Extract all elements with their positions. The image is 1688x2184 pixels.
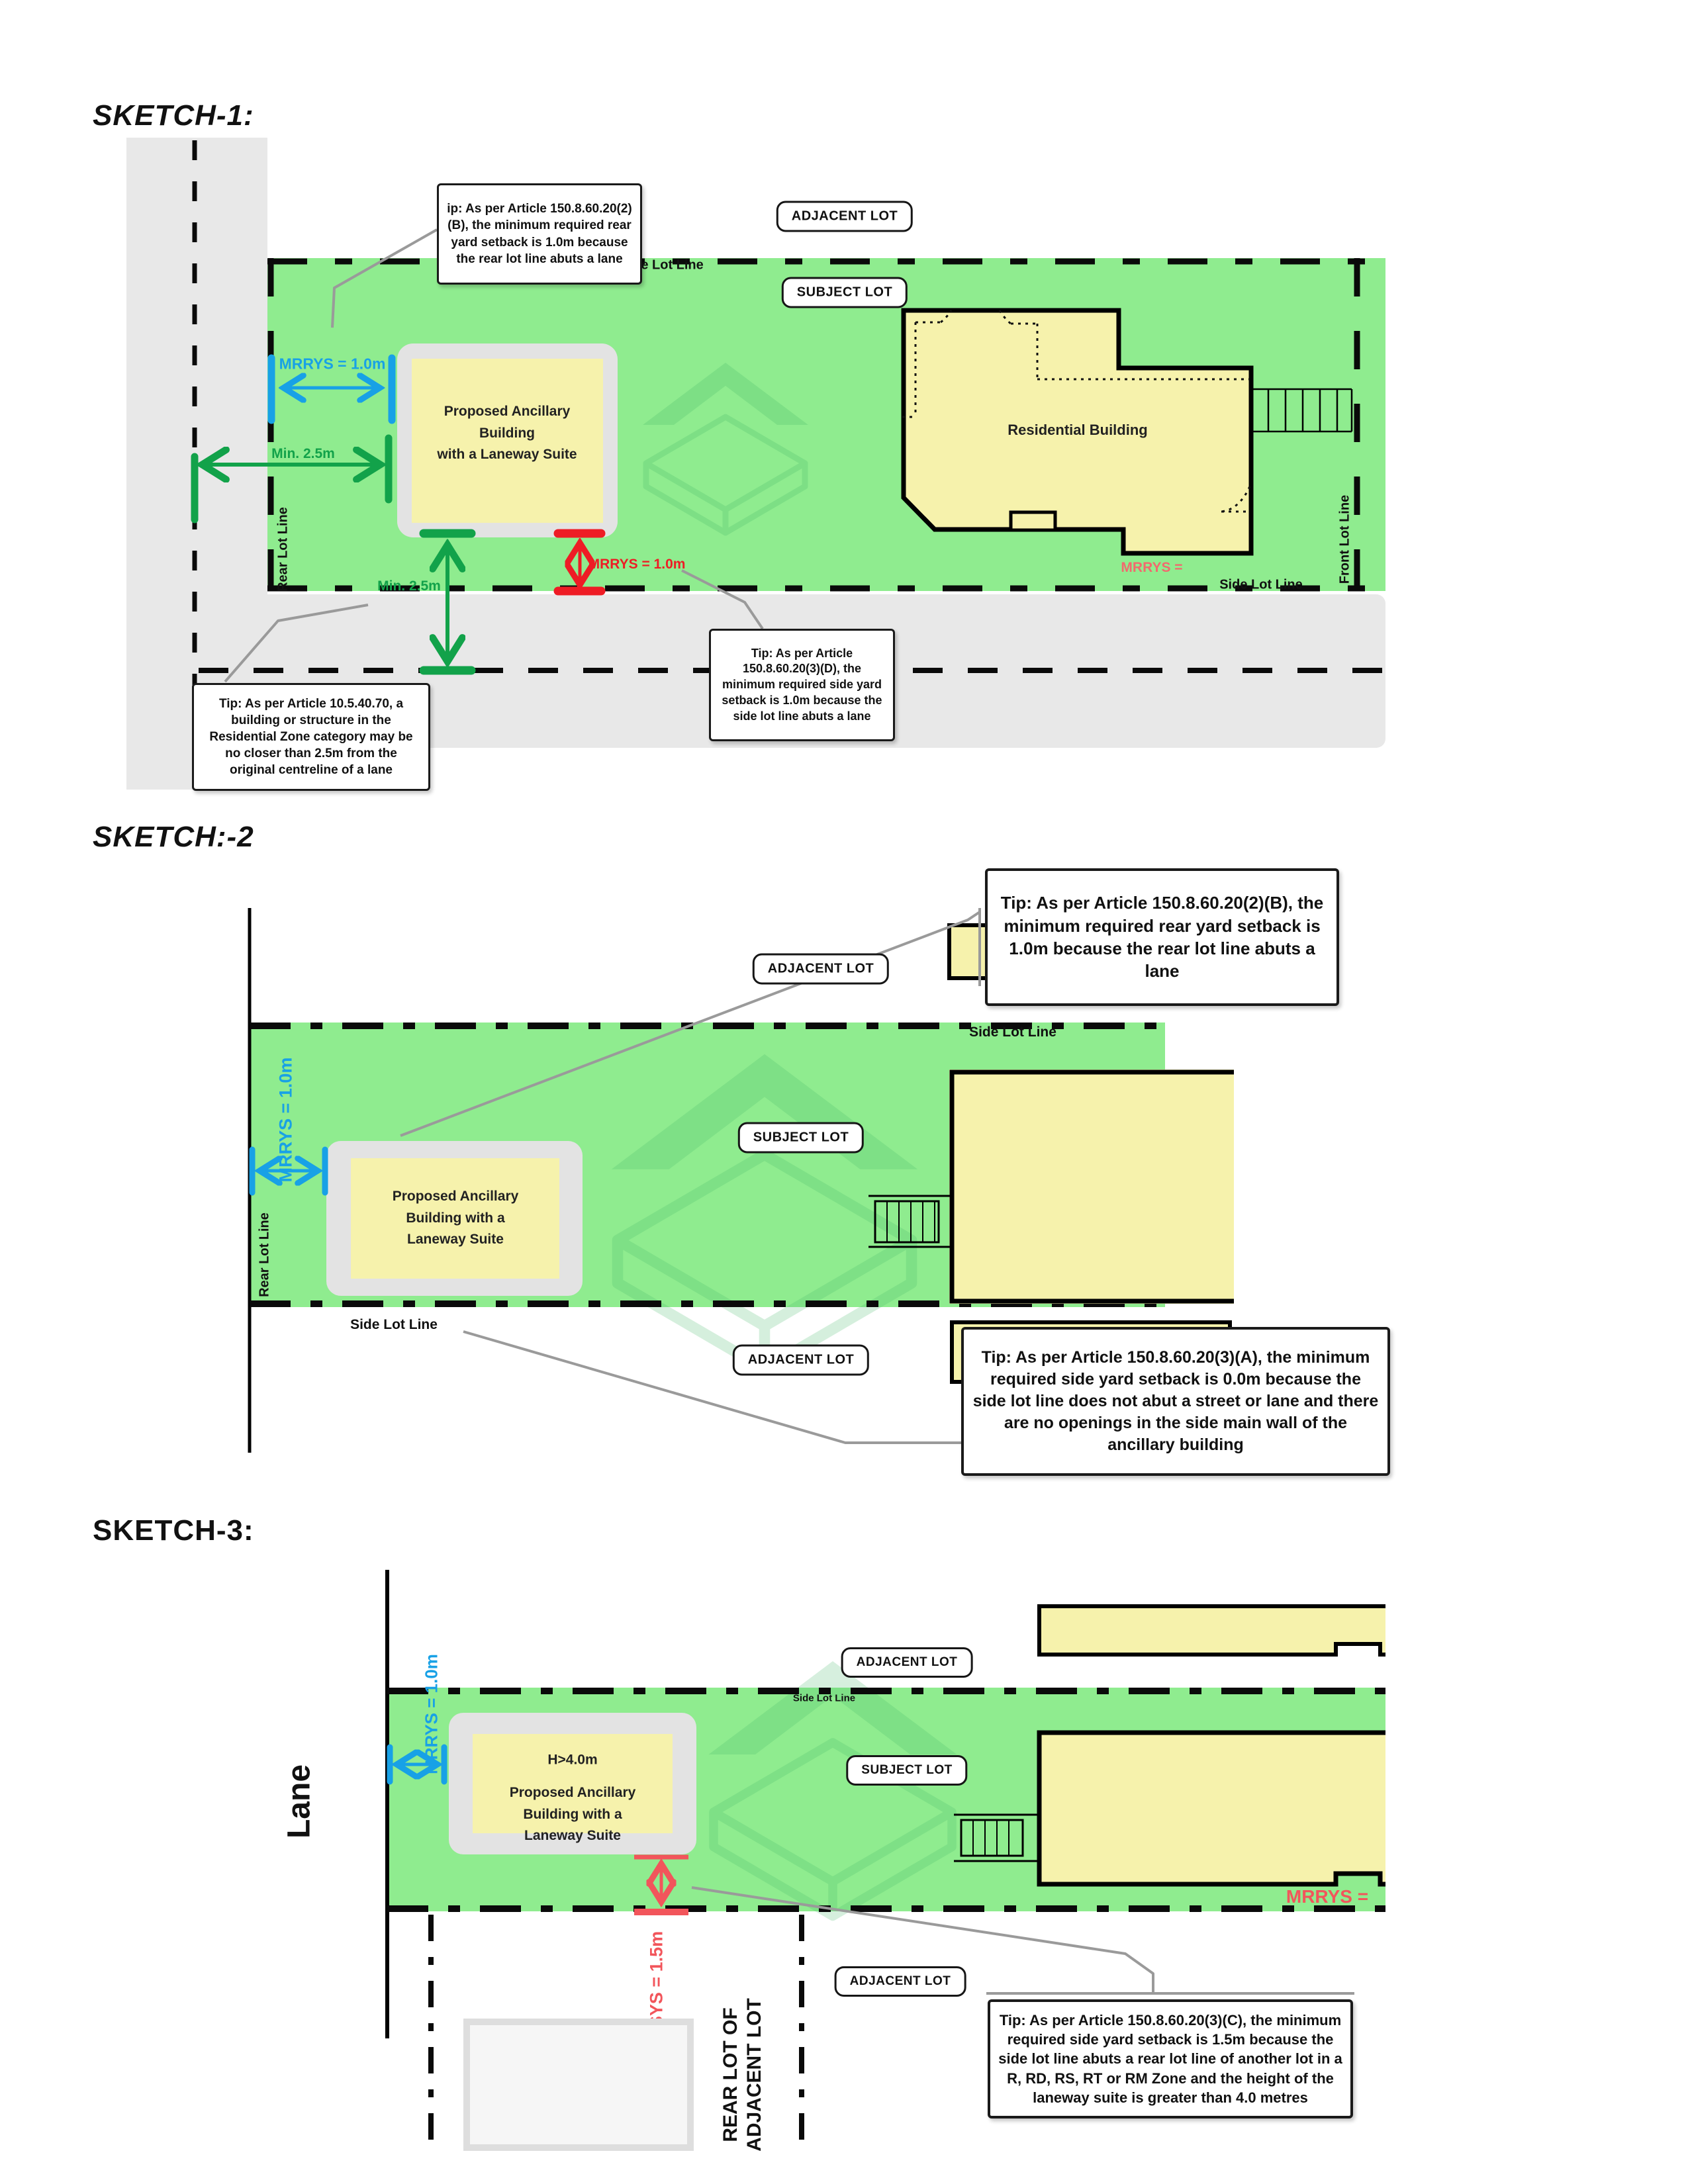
ancillary-l2-s3: Building with a — [523, 1806, 622, 1822]
side-lot-line-top-label-s3: Side Lot Line — [792, 1692, 856, 1704]
adjacent-lot-bottom-tag-s3: ADJACENT LOT — [834, 1966, 966, 1997]
min-2-5-side-dimension — [191, 434, 393, 523]
tip-side-text-s1: Tip: As per Article 150.8.60.20(3)(D), t… — [722, 646, 882, 723]
residential-building-2-border — [949, 1069, 1234, 1304]
subject-lot-tag-s3: SUBJECT LOT — [846, 1755, 968, 1786]
side-lot-line-top-label-s2: Side Lot Line — [969, 1024, 1056, 1040]
tip-rear-setback-s1: ip: As per Article 150.8.60.20(2)(B), th… — [437, 183, 642, 285]
rear-lot-line2-s3: ADJACENT LOT — [743, 1998, 765, 2152]
ancillary-building-label-s3: Proposed Ancillary Building with a Lanew… — [487, 1782, 659, 1847]
adjacent-lot-top-tag-s3: ADJACENT LOT — [841, 1647, 973, 1678]
ancillary-building-label-s2: Proposed Ancillary Building with a Lanew… — [356, 1186, 555, 1251]
ancillary-l3-s1: with a Laneway Suite — [437, 447, 577, 463]
rear-lot-line1-s3: REAR LOT OF — [720, 2007, 741, 2142]
ancillary-building-3 — [473, 1734, 673, 1833]
ancillary-l2-s2: Building with a — [406, 1210, 505, 1226]
min-lane-label-s1: Min. 2.5m — [377, 578, 441, 594]
front-lot-line-label-s1: Front Lot Line — [1337, 494, 1352, 584]
tip-side-setback-s3: Tip: As per Article 150.8.60.20(3)(C), t… — [988, 1999, 1353, 2118]
adjacent-lot-bottom-tag-s2: ADJACENT LOT — [732, 1344, 870, 1376]
tip-side-text-s3: Tip: As per Article 150.8.60.20(3)(C), t… — [998, 2012, 1342, 2106]
tip-rear-setback-s2: Tip: As per Article 150.8.60.20(2)(B), t… — [985, 868, 1339, 1006]
mrrys-front-label-s1: MRRYS = — [1121, 560, 1183, 575]
stairs-3 — [954, 1813, 1038, 1862]
mrrys-dimension-2 — [249, 1146, 328, 1196]
rear-lot-line-label-s1: Rear Lot Line — [275, 507, 291, 592]
lane-label-s3: Lane — [281, 1764, 317, 1839]
mrrys-label-s3: MRRYS = 1.0m — [421, 1654, 442, 1774]
side-lot-line-bottom-label-s1: Side Lot Line — [1219, 577, 1303, 592]
adjacent-lot-top-tag-s2: ADJACENT LOT — [752, 953, 890, 985]
stairs — [1251, 388, 1353, 433]
ancillary-building-2 — [351, 1158, 559, 1279]
mrrys-rear-label-s1: MRRYS = 1.0m — [279, 355, 386, 373]
residential-building — [901, 308, 1254, 556]
residential-building-3-border — [1037, 1730, 1385, 1887]
ancillary-l3-s2: Laneway Suite — [407, 1232, 504, 1248]
tip-side-setback-s1: Tip: As per Article 150.8.60.20(3)(D), t… — [709, 629, 895, 741]
leader-lines-s3 — [691, 1886, 1354, 1995]
ancillary-l1-s3: Proposed Ancillary — [509, 1785, 636, 1801]
mrrys-label-s2: MRRYS = 1.0m — [275, 1057, 296, 1183]
adjacent-lot-tag-s1: ADJACENT LOT — [776, 201, 914, 232]
sketch3-title: SKETCH-3: — [93, 1514, 254, 1547]
adjacent-building-top-3 — [1039, 1606, 1385, 1655]
subject-lot-tag-s2: SUBJECT LOT — [737, 1122, 865, 1154]
side-lot-line-bottom-label-s2: Side Lot Line — [350, 1317, 438, 1332]
tip-side-setback-s2: Tip: As per Article 150.8.60.20(3)(A), t… — [961, 1327, 1390, 1476]
sketch2-graphics — [248, 908, 1236, 1453]
residential-building-3 — [1039, 1733, 1385, 1884]
adjacent-building-top-3-border — [1037, 1604, 1385, 1657]
tip-rear-text-s1: ip: As per Article 150.8.60.20(2)(B), th… — [447, 202, 632, 266]
mrrys-side-label-s1: MRRYS = 1.0m — [588, 557, 686, 572]
mrrys-dimension-3 — [387, 1744, 447, 1785]
residential-building-2 — [949, 1069, 1234, 1304]
residential-building-label-s1: Residential Building — [1008, 421, 1148, 438]
min-side-label-s1: Min. 2.5m — [271, 446, 335, 461]
stairs-2 — [868, 1195, 951, 1248]
sketch2-title: SKETCH:-2 — [93, 821, 254, 853]
tip-lane-centreline-s1: Tip: As per Article 10.5.40.70, a buildi… — [192, 683, 430, 791]
residential-entry-step — [1009, 510, 1057, 532]
ancillary-l2-s1: Building — [479, 425, 535, 441]
leader-lines-s2 — [400, 908, 981, 1444]
sketch3-graphics — [385, 1570, 1385, 2143]
ancillary-building-label-s1: Proposed Ancillary Building with a Lanew… — [414, 401, 600, 466]
sketch1-title: SKETCH-1: — [93, 99, 254, 132]
mrsys-dimension-3 — [634, 1854, 688, 1915]
tip-lane-text-s1: Tip: As per Article 10.5.40.70, a buildi… — [209, 696, 413, 778]
ancillary-l3-s3: Laneway Suite — [524, 1828, 621, 1844]
tip-side-text-s2: Tip: As per Article 150.8.60.20(3)(A), t… — [972, 1348, 1379, 1454]
mrrys-rear-dimension — [267, 354, 396, 424]
adjacent-rear-building-s3 — [463, 2019, 694, 2151]
rear-lot-of-adjacent-lot-label-s3: REAR LOT OF ADJACENT LOT — [719, 1998, 767, 2152]
leader-lines-s1 — [224, 228, 764, 683]
tip-rear-text-s2: Tip: As per Article 150.8.60.20(2)(B), t… — [1000, 893, 1324, 981]
ancillary-l1-s1: Proposed Ancillary — [444, 404, 571, 420]
subject-lot-tag-s1: SUBJECT LOT — [781, 277, 908, 308]
height-label-s3: H>4.0m — [547, 1752, 598, 1768]
porch-dotted-lines — [902, 310, 1251, 513]
mrrys-right-label-s3: MRRYS = — [1286, 1886, 1369, 1907]
rear-lot-line-label-s2: Rear Lot Line — [257, 1212, 272, 1297]
ancillary-building — [412, 359, 603, 523]
ancillary-l1-s2: Proposed Ancillary — [392, 1189, 519, 1205]
